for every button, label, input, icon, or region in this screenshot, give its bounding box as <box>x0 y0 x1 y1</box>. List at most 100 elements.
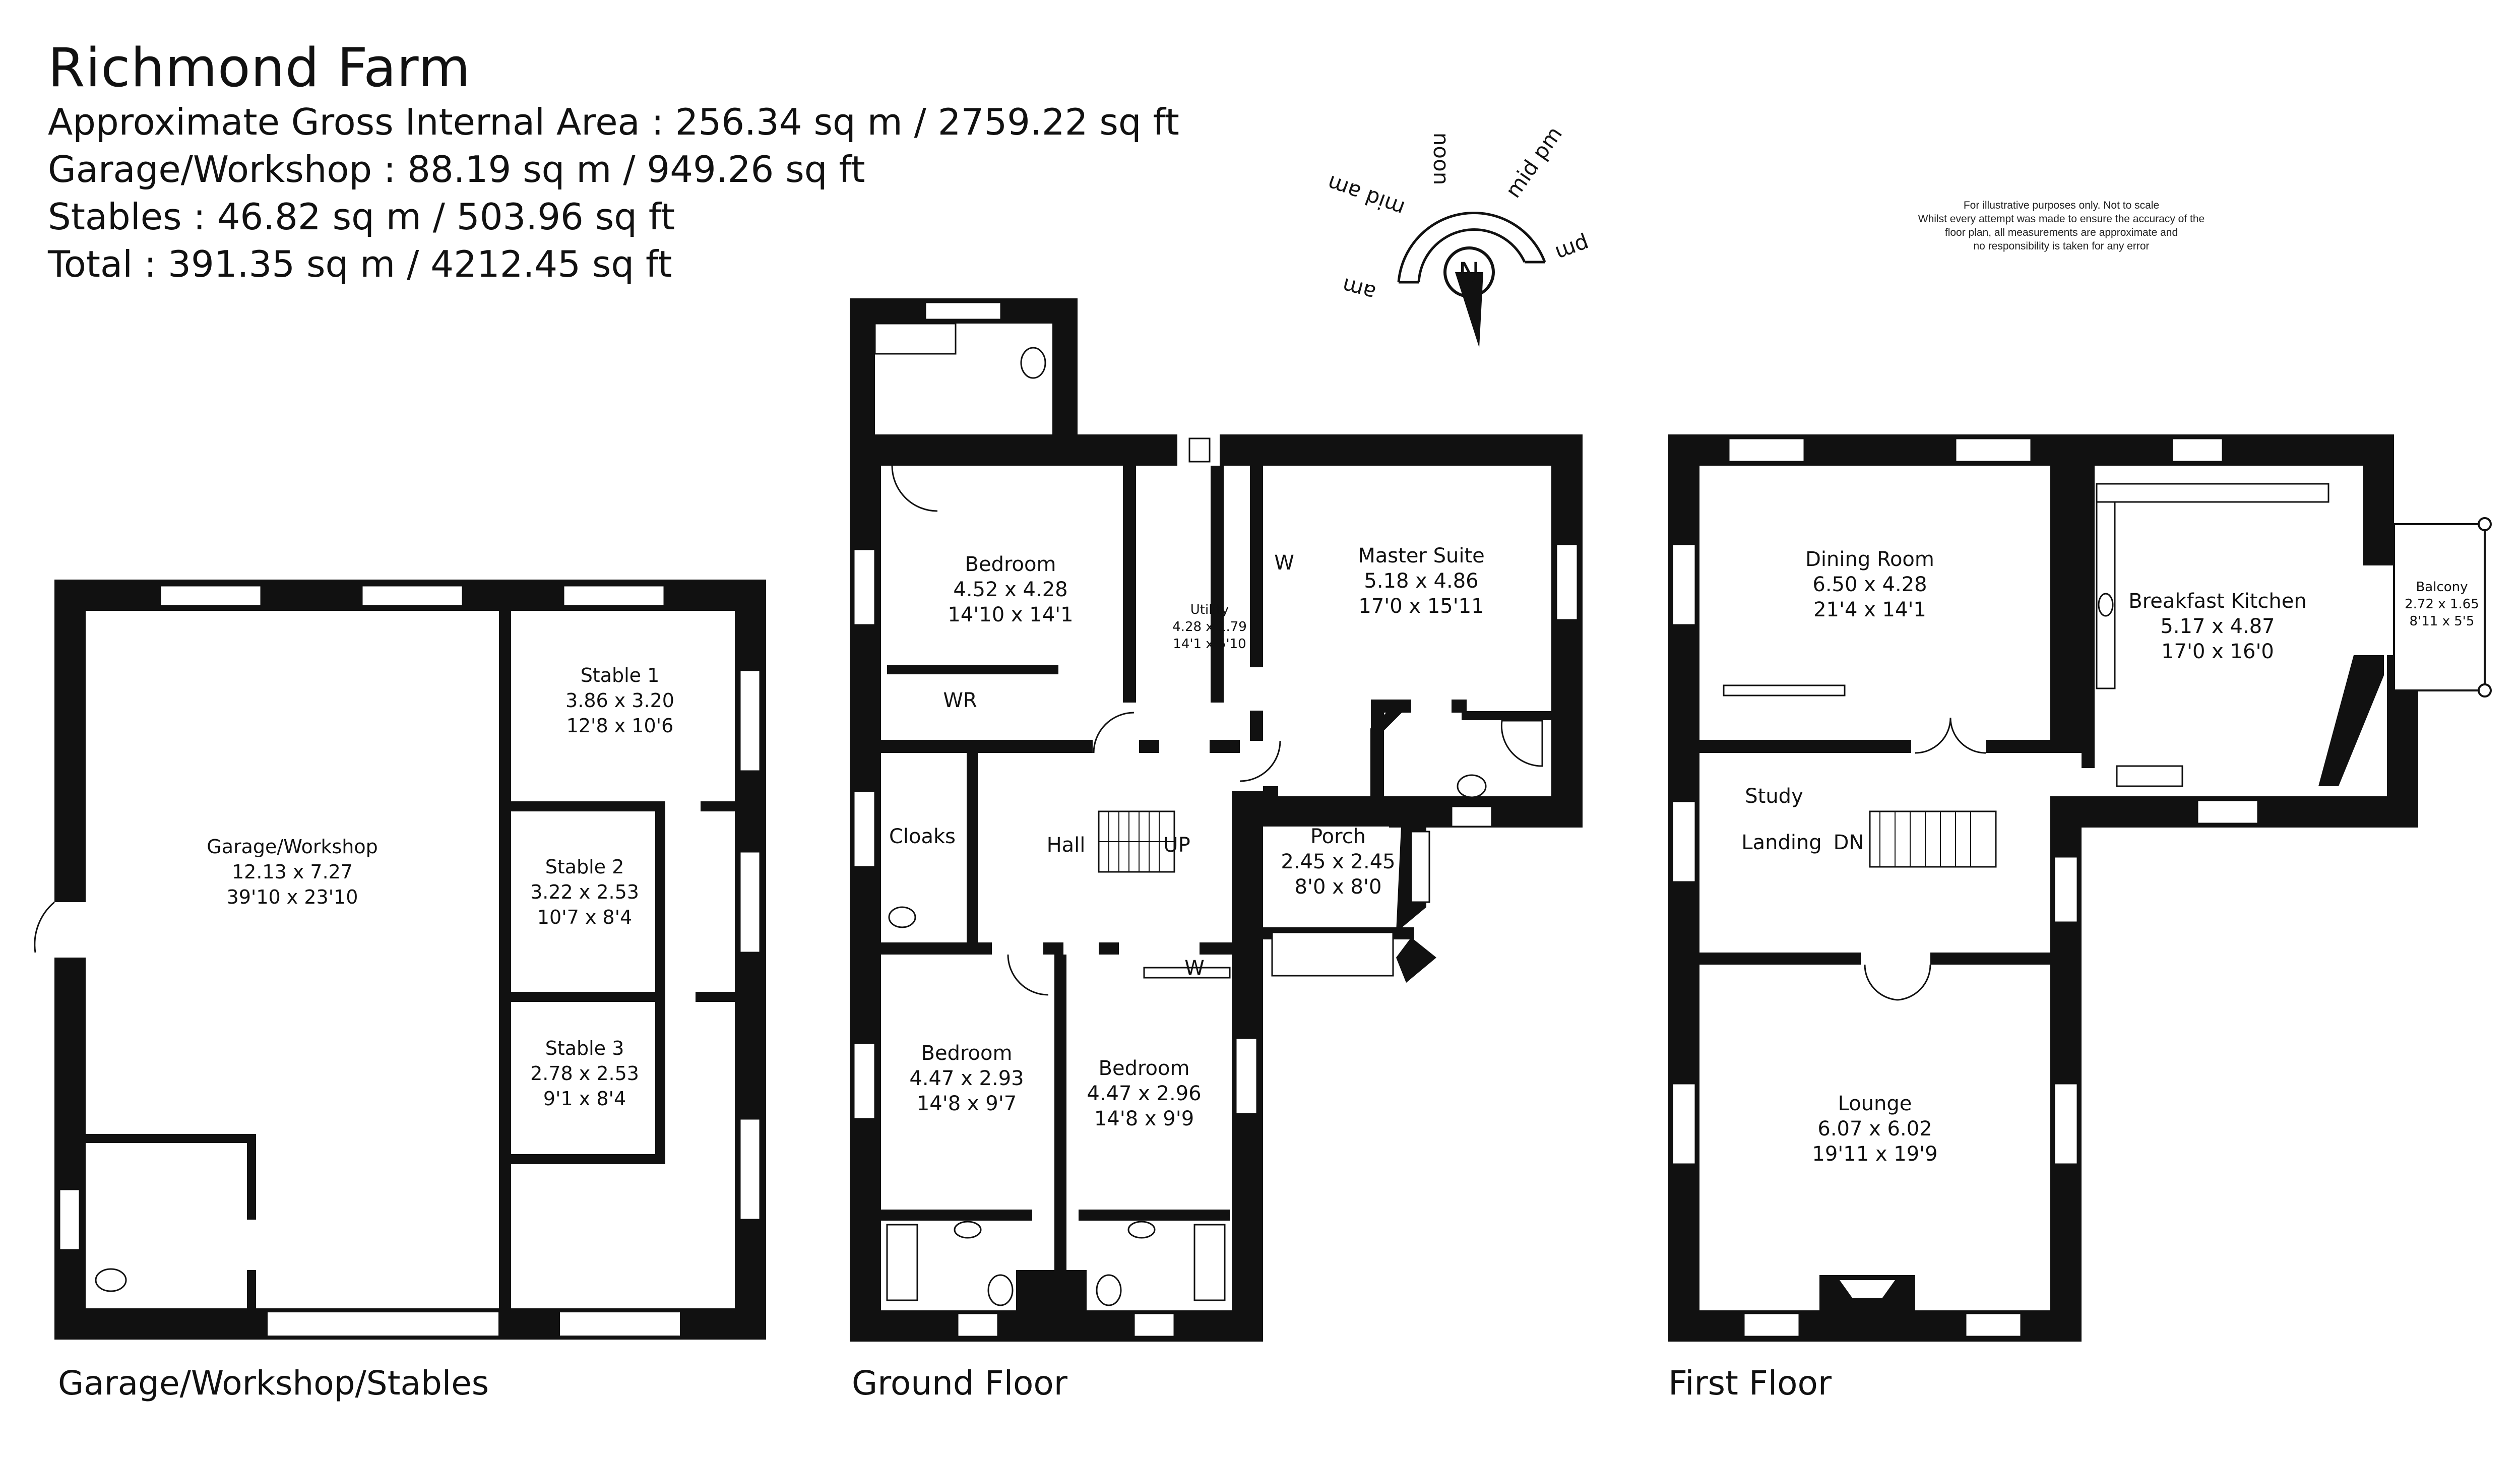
utility-imperial: 14'1 x 5'10 <box>1173 637 1246 652</box>
utility-metric: 4.28 x 1.79 <box>1172 619 1247 635</box>
garage-name: Garage/Workshop <box>207 836 377 858</box>
door-swing-icon <box>891 465 938 512</box>
study-label: Study <box>1745 785 1803 808</box>
toilet-icon <box>95 1268 127 1292</box>
master-wardrobe-label: W <box>1274 551 1294 575</box>
stable3-name: Stable 3 <box>545 1037 624 1059</box>
stable3-imperial: 9'1 x 8'4 <box>543 1088 626 1110</box>
window <box>2171 437 2224 463</box>
stable2-imperial: 10'7 x 8'4 <box>537 906 632 928</box>
ground-floor-label: Ground Floor <box>852 1364 1067 1403</box>
door-swing-icon <box>1093 712 1135 753</box>
bath-icon <box>886 1224 918 1301</box>
toilet-icon <box>987 1274 1014 1306</box>
stable1-metric: 3.86 x 3.20 <box>565 689 674 712</box>
stable3-metric: 2.78 x 2.53 <box>530 1062 639 1085</box>
first-floor-plan: Dining Room 6.50 x 4.28 21'4 x 14'1 Brea… <box>1668 434 2492 1342</box>
compass-am: am <box>1340 273 1378 306</box>
wardrobe-label: WR <box>943 689 977 712</box>
bedroom-gf2-metric: 4.47 x 2.93 <box>909 1067 1024 1090</box>
porch-metric: 2.45 x 2.45 <box>1281 850 1395 873</box>
stable2-metric: 3.22 x 2.53 <box>530 881 639 903</box>
bedroom-gf1-metric: 4.52 x 4.28 <box>953 578 1067 601</box>
bedroom-gf3-imperial: 14'8 x 9'9 <box>1094 1107 1194 1130</box>
kitchen-imperial: 17'0 x 16'0 <box>2161 640 2274 663</box>
basin-icon <box>1457 774 1487 798</box>
door-swing-icon <box>1915 717 1951 754</box>
window <box>739 1118 761 1221</box>
compass-noon: noon <box>1429 133 1454 185</box>
ground-floor-plan: Bedroom 4.52 x 4.28 14'10 x 14'1 Utility… <box>850 298 1583 1342</box>
window <box>1728 437 1805 463</box>
bath-icon <box>1193 1224 1226 1301</box>
window <box>2196 799 2259 825</box>
master-imperial: 17'0 x 15'11 <box>1358 595 1484 618</box>
stairs-down-label: DN <box>1834 831 1864 854</box>
window <box>853 790 876 868</box>
cloaks-label: Cloaks <box>889 825 956 848</box>
hall-label: Hall <box>1047 834 1086 857</box>
bedroom-gf2-imperial: 14'8 x 9'7 <box>917 1092 1017 1115</box>
sink-icon <box>2098 593 2114 617</box>
window <box>853 548 876 626</box>
basin-icon <box>1127 1221 1156 1239</box>
window <box>739 669 761 772</box>
first-floor-label: First Floor <box>1668 1364 1832 1403</box>
basin-icon <box>954 1221 982 1239</box>
window <box>1235 1037 1258 1115</box>
compass-pm: pm <box>1552 231 1593 266</box>
property-title: Richmond Farm <box>48 37 471 99</box>
window <box>1965 1312 2022 1338</box>
balcony-metric: 2.72 x 1.65 <box>2405 597 2479 612</box>
window <box>1671 800 1696 883</box>
stairs-up-label: UP <box>1163 834 1190 857</box>
toilet-icon <box>1096 1274 1122 1306</box>
bath-icon <box>874 323 957 355</box>
window <box>1743 1312 1800 1338</box>
window <box>853 1042 876 1120</box>
shower-icon <box>1500 720 1543 767</box>
window <box>1451 805 1493 828</box>
north-arrow-icon <box>1455 272 1483 348</box>
garage-imperial: 39'10 x 23'10 <box>227 886 358 908</box>
window <box>957 1312 999 1338</box>
door-swing-icon <box>1007 954 1049 996</box>
window <box>739 851 761 954</box>
compass-mid-am: mid am <box>1324 170 1408 221</box>
kitchen-metric: 5.17 x 4.87 <box>2160 615 2275 638</box>
landing-label: Landing <box>1741 831 1821 854</box>
door-swing-icon <box>1864 964 1898 1001</box>
window <box>58 1188 81 1251</box>
garage-area: Garage/Workshop : 88.19 sq m / 949.26 sq… <box>48 148 865 191</box>
bedroom-gf2-name: Bedroom <box>921 1042 1013 1065</box>
plan-header: Richmond Farm Approximate Gross Internal… <box>48 38 1179 288</box>
hall-wardrobe-label: W <box>1184 957 1205 980</box>
compass-mid-pm: mid pm <box>1500 122 1567 202</box>
window <box>1555 543 1579 621</box>
garage-door <box>267 1311 499 1337</box>
door-swing-icon <box>1949 717 1986 754</box>
toilet-icon <box>1020 347 1046 379</box>
window <box>361 585 464 607</box>
balcony-name: Balcony <box>2416 580 2468 595</box>
gross-internal-area: Approximate Gross Internal Area : 256.34… <box>48 101 1179 143</box>
window <box>559 1311 681 1337</box>
bedroom-gf3-metric: 4.47 x 2.96 <box>1087 1082 1201 1105</box>
door-swing-icon <box>1239 740 1281 782</box>
outbuildings-plan: Garage/Workshop 12.13 x 7.27 39'10 x 23'… <box>34 580 766 1340</box>
balcony-outline <box>2393 523 2486 691</box>
bedroom-gf3-name: Bedroom <box>1099 1057 1190 1080</box>
bedroom-gf1-imperial: 14'10 x 14'1 <box>948 603 1073 626</box>
window <box>1671 543 1696 626</box>
dining-name: Dining Room <box>1805 548 1934 571</box>
compass-icon: N am mid am noon mid pm pm <box>1324 122 1593 348</box>
dining-metric: 6.50 x 4.28 <box>1812 573 1927 596</box>
lounge-metric: 6.07 x 6.02 <box>1817 1117 1932 1141</box>
door-swing-icon <box>34 901 55 953</box>
outbuildings-label: Garage/Workshop/Stables <box>58 1364 489 1403</box>
window <box>562 585 665 607</box>
window <box>159 585 262 607</box>
window <box>2053 1083 2078 1165</box>
door-swing-icon <box>1897 964 1931 1001</box>
window <box>1955 437 2032 463</box>
